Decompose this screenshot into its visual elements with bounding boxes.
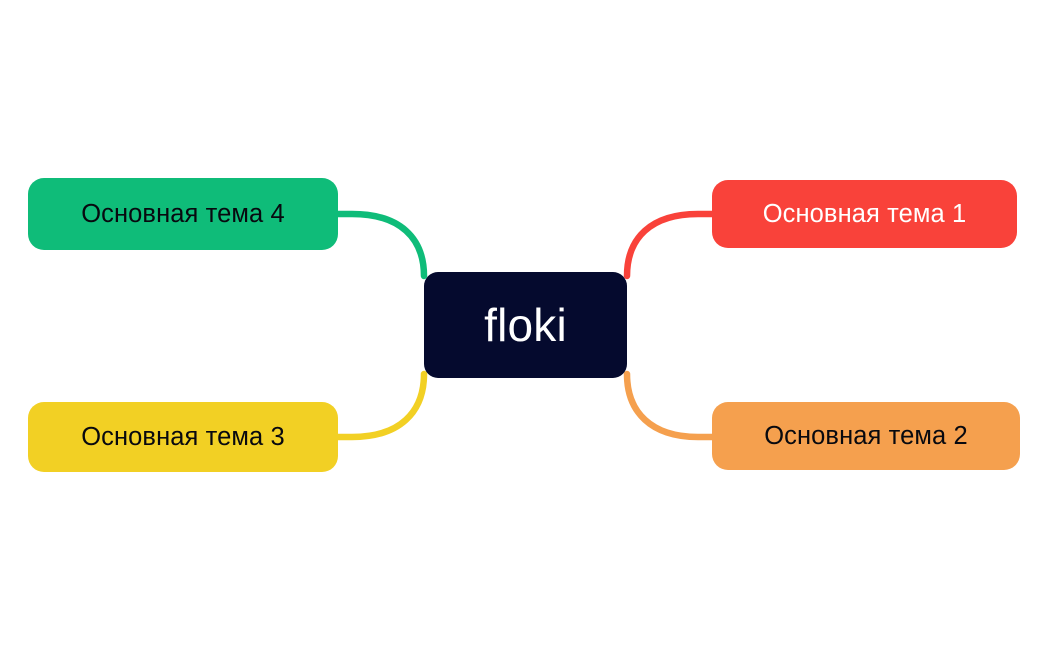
connector-topic-1	[623, 210, 721, 280]
mindmap-node-central[interactable]: floki	[424, 272, 627, 378]
mindmap-node-topic-4[interactable]: Основная тема 4	[28, 178, 338, 250]
mindmap-central-label: floki	[484, 299, 567, 351]
mindmap-node-label: Основная тема 1	[762, 199, 967, 228]
connector-topic-2	[623, 370, 721, 441]
mindmap-node-topic-1[interactable]: Основная тема 1	[712, 180, 1017, 248]
mindmap-node-topic-3[interactable]: Основная тема 3	[28, 402, 338, 472]
mindmap-node-topic-2[interactable]: Основная тема 2	[712, 402, 1020, 470]
connector-topic-3	[329, 370, 428, 441]
connector-topic-4	[329, 210, 428, 280]
mindmap-node-label: Основная тема 3	[81, 422, 285, 451]
mindmap-node-label: Основная тема 4	[81, 199, 285, 228]
mindmap-node-label: Основная тема 2	[764, 421, 968, 450]
